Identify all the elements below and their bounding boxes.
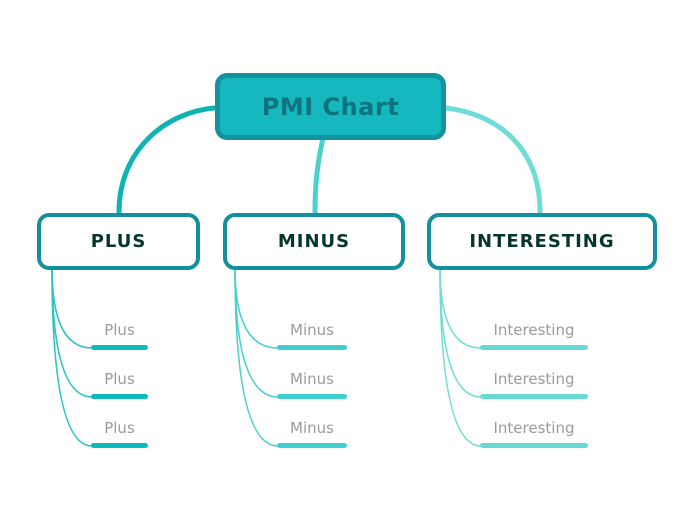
branch-label-minus: MINUS xyxy=(277,231,351,252)
sub-item-minus-1-label: Minus xyxy=(290,321,334,339)
sub-item-interesting-2[interactable]: Interesting xyxy=(480,369,588,399)
connector-minus-item-1 xyxy=(234,267,279,349)
sub-item-interesting-2-label: Interesting xyxy=(493,370,575,388)
sub-item-interesting-2-underline xyxy=(480,394,588,399)
sub-item-minus-1-underline xyxy=(277,345,347,350)
sub-item-plus-3[interactable]: Plus xyxy=(91,418,148,448)
connector-interesting-item-3 xyxy=(439,267,482,447)
sub-item-interesting-1-label: Interesting xyxy=(493,321,575,339)
connector-plus-item-1 xyxy=(51,267,93,349)
branch-node-plus[interactable]: PLUS xyxy=(37,213,200,270)
sub-item-plus-1[interactable]: Plus xyxy=(91,320,148,350)
sub-item-minus-3-label: Minus xyxy=(290,419,334,437)
sub-item-minus-1[interactable]: Minus xyxy=(277,320,347,350)
sub-item-interesting-1-underline xyxy=(480,345,588,350)
connector-minus-item-3 xyxy=(234,267,279,447)
connector-plus-item-3 xyxy=(51,267,93,447)
branch-node-interesting[interactable]: INTERESTING xyxy=(427,213,657,270)
sub-item-plus-2[interactable]: Plus xyxy=(91,369,148,399)
branch-label-plus: PLUS xyxy=(90,231,147,252)
sub-item-plus-2-label: Plus xyxy=(104,370,135,388)
connector-root-to-plus xyxy=(116,105,217,215)
sub-item-interesting-1[interactable]: Interesting xyxy=(480,320,588,350)
connector-interesting-item-1 xyxy=(439,267,482,349)
sub-item-plus-2-underline xyxy=(91,394,148,399)
sub-item-plus-3-underline xyxy=(91,443,148,448)
sub-item-plus-3-label: Plus xyxy=(104,419,135,437)
sub-item-minus-3-underline xyxy=(277,443,347,448)
root-node-pmi-chart[interactable]: PMI Chart xyxy=(215,73,446,140)
sub-item-minus-3[interactable]: Minus xyxy=(277,418,347,448)
sub-item-plus-1-label: Plus xyxy=(104,321,135,339)
sub-item-interesting-3[interactable]: Interesting xyxy=(480,418,588,448)
connector-root-to-minus xyxy=(312,135,326,215)
sub-item-plus-1-underline xyxy=(91,345,148,350)
sub-item-minus-2[interactable]: Minus xyxy=(277,369,347,399)
connector-root-to-interesting xyxy=(443,105,543,215)
sub-item-minus-2-underline xyxy=(277,394,347,399)
sub-item-interesting-3-label: Interesting xyxy=(493,419,575,437)
branch-node-minus[interactable]: MINUS xyxy=(223,213,405,270)
sub-item-interesting-3-underline xyxy=(480,443,588,448)
root-node-label: PMI Chart xyxy=(261,92,400,121)
sub-item-minus-2-label: Minus xyxy=(290,370,334,388)
branch-label-interesting: INTERESTING xyxy=(469,231,615,252)
